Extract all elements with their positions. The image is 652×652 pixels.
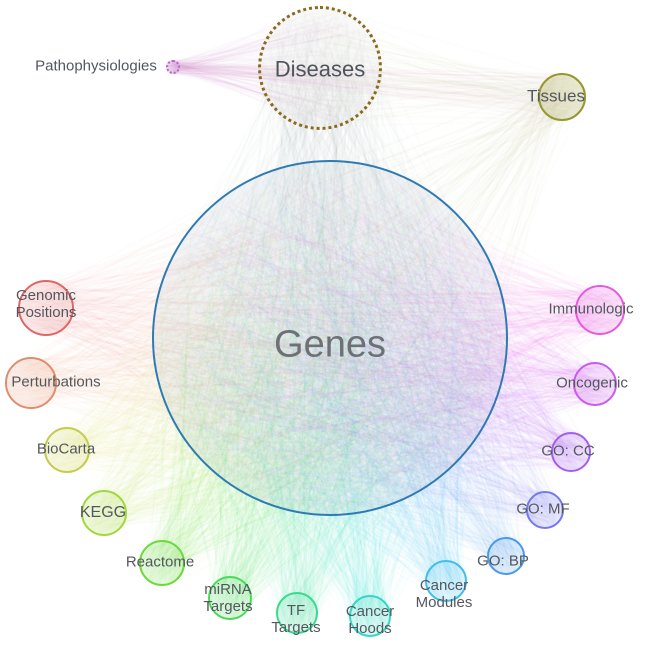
node-diseases[interactable]: [258, 6, 382, 130]
node-immunologic[interactable]: [575, 285, 625, 335]
node-tissues[interactable]: [538, 73, 586, 121]
node-biocarta[interactable]: [44, 427, 90, 473]
node-kegg[interactable]: [81, 490, 127, 536]
node-mirna-targets[interactable]: [208, 576, 252, 620]
node-genomic-positions[interactable]: [18, 280, 74, 336]
node-go-cc[interactable]: [551, 432, 591, 472]
node-reactome[interactable]: [139, 540, 185, 586]
node-tf-targets[interactable]: [276, 592, 318, 634]
node-genes[interactable]: [152, 160, 508, 516]
node-go-mf[interactable]: [526, 491, 564, 529]
node-cancer-hoods[interactable]: [349, 595, 391, 637]
node-oncogenic[interactable]: [573, 362, 617, 406]
node-pathophysiologies[interactable]: [166, 60, 180, 74]
node-cancer-modules[interactable]: [425, 560, 467, 602]
node-perturbations[interactable]: [5, 357, 57, 409]
node-go-bp[interactable]: [487, 537, 525, 575]
